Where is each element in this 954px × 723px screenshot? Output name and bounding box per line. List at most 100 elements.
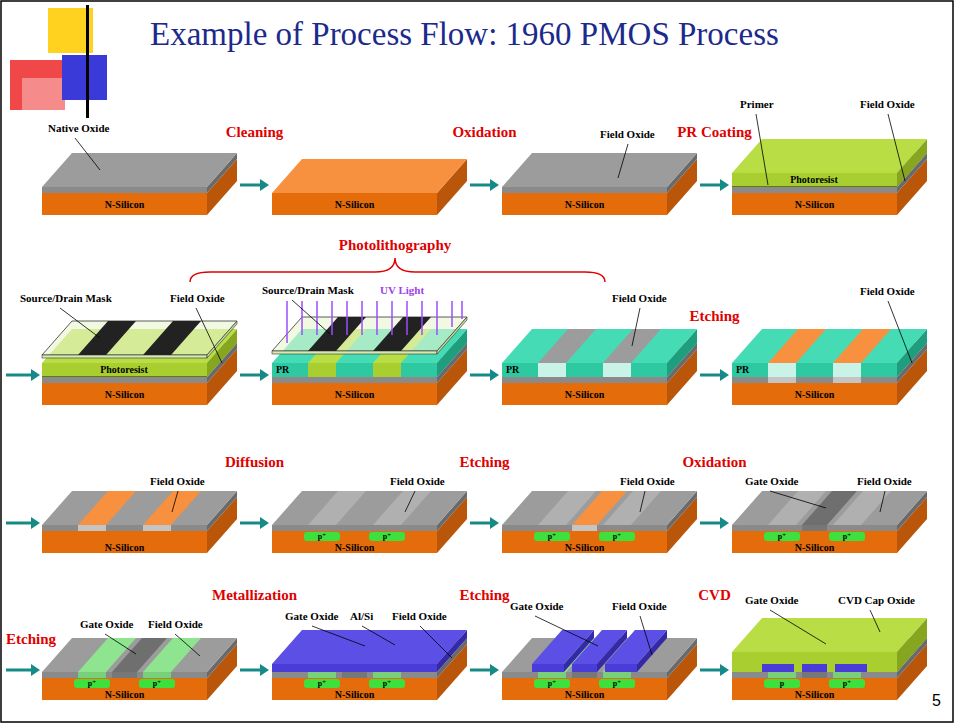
doping-label: p⁺ xyxy=(843,679,852,688)
callout-label: Native Oxide xyxy=(48,122,109,135)
arrow-head xyxy=(260,517,269,529)
arrow-head xyxy=(490,517,499,529)
callout-label: Field Oxide xyxy=(150,475,205,488)
process-arrow xyxy=(470,179,499,191)
callout-label: Gate Oxide xyxy=(80,618,133,631)
wafer-drawing xyxy=(502,630,697,700)
callout-label: Field Oxide xyxy=(392,610,447,623)
step-label: Photolithography xyxy=(339,236,452,254)
substrate-label: N-Silicon xyxy=(732,389,897,400)
wafer-cross-section: N-Silicon xyxy=(272,295,467,405)
step-label: Etching xyxy=(459,453,509,471)
wafer-cross-section: N-Silicon xyxy=(502,105,697,215)
step-label: Etching xyxy=(6,630,56,648)
row-continuation-arrow xyxy=(6,369,40,676)
process-arrow xyxy=(700,179,729,191)
callout-label: Field Oxide xyxy=(148,618,203,631)
arrow-head xyxy=(260,664,269,676)
wafer-cross-section: N-Silicon xyxy=(272,105,467,215)
callout-label: Gate Oxide xyxy=(510,600,563,613)
leader-line xyxy=(60,114,912,658)
wafer-drawing xyxy=(272,159,467,215)
doping-label: p⁺ xyxy=(153,679,162,688)
wafer-drawing xyxy=(502,491,697,553)
substrate-label: N-Silicon xyxy=(732,199,897,210)
arrow-head xyxy=(720,179,729,191)
callout-label: Field Oxide xyxy=(612,600,667,613)
light-label: UV Light xyxy=(380,284,424,297)
layer-label: Photoresist xyxy=(100,364,148,376)
process-arrow xyxy=(700,664,729,676)
layer-label: PR xyxy=(276,364,289,376)
doping-label: p⁺ xyxy=(548,679,557,688)
callout-label: Field Oxide xyxy=(857,475,912,488)
wafer-cross-section: N-Silicon xyxy=(42,443,237,553)
callout-label: Source/Drain Mask xyxy=(20,292,112,305)
wafer-cross-section: N-Silicon xyxy=(732,295,927,405)
callout-label: Field Oxide xyxy=(860,285,915,298)
arrow-head xyxy=(490,664,499,676)
wafer-drawing xyxy=(732,618,927,700)
slide-title: Example of Process Flow: 1960 PMOS Proce… xyxy=(150,14,779,54)
doping-label: p⁺ xyxy=(613,532,622,541)
wafer-cross-section: N-Silicon xyxy=(502,295,697,405)
layer-label: PR xyxy=(736,364,749,376)
callout-label: Field Oxide xyxy=(170,292,225,305)
wafer-drawing xyxy=(502,329,697,405)
wafer-drawing xyxy=(272,630,467,700)
substrate-label: N-Silicon xyxy=(502,542,667,553)
step-label: Diffusion xyxy=(225,453,284,471)
substrate-label: N-Silicon xyxy=(272,389,437,400)
step-label: Metallization xyxy=(212,586,297,604)
wafer-cross-section: N-Silicon xyxy=(42,590,237,700)
doping-label: p⁺ xyxy=(778,532,787,541)
process-arrow xyxy=(240,179,269,191)
process-arrow xyxy=(470,369,499,381)
step-label: Oxidation xyxy=(452,123,516,141)
wafer-cross-section: N-Silicon xyxy=(732,443,927,553)
arrow-head xyxy=(490,369,499,381)
wafer-cross-section: N-Silicon xyxy=(42,105,237,215)
doping-label: p⁺ xyxy=(383,679,392,688)
doping-label: p⁺ xyxy=(88,679,97,688)
arrow-head xyxy=(720,369,729,381)
page-number: 5 xyxy=(932,692,941,710)
substrate-label: N-Silicon xyxy=(272,199,437,210)
process-arrow xyxy=(240,369,269,381)
substrate-label: N-Silicon xyxy=(42,199,207,210)
wafer-cross-section: N-Silicon xyxy=(732,590,927,700)
arrow-head xyxy=(720,517,729,529)
callout-label: Field Oxide xyxy=(612,292,667,305)
wafer-drawing xyxy=(272,491,467,553)
wafer-drawing xyxy=(732,329,927,405)
arrow-head xyxy=(490,179,499,191)
callout-label: Field Oxide xyxy=(390,475,445,488)
arrow-head xyxy=(260,179,269,191)
doping-label: p⁺ xyxy=(383,532,392,541)
layer-label: Photoresist xyxy=(790,174,838,186)
substrate-label: N-Silicon xyxy=(42,689,207,700)
wafer-drawing xyxy=(42,153,237,215)
substrate-label: N-Silicon xyxy=(42,389,207,400)
process-arrow xyxy=(470,664,499,676)
doping-label: p⁺ xyxy=(843,532,852,541)
wafer-drawing xyxy=(42,491,237,553)
wafer-cross-section: N-Silicon xyxy=(732,105,927,215)
substrate-label: N-Silicon xyxy=(502,389,667,400)
substrate-label: N-Silicon xyxy=(42,542,207,553)
wafer-drawing xyxy=(502,153,697,215)
callout-label: Primer xyxy=(740,98,774,111)
wafer-drawing xyxy=(732,491,927,553)
substrate-label: N-Silicon xyxy=(502,689,667,700)
callout-label: Gate Oxide xyxy=(745,594,798,607)
process-arrow xyxy=(240,664,269,676)
callout-label: Field Oxide xyxy=(600,128,655,141)
callout-label: Gate Oxide xyxy=(745,475,798,488)
layer-label: PR xyxy=(506,364,519,376)
substrate-label: N-Silicon xyxy=(502,199,667,210)
process-arrow xyxy=(240,517,269,529)
step-bracket xyxy=(190,258,605,282)
